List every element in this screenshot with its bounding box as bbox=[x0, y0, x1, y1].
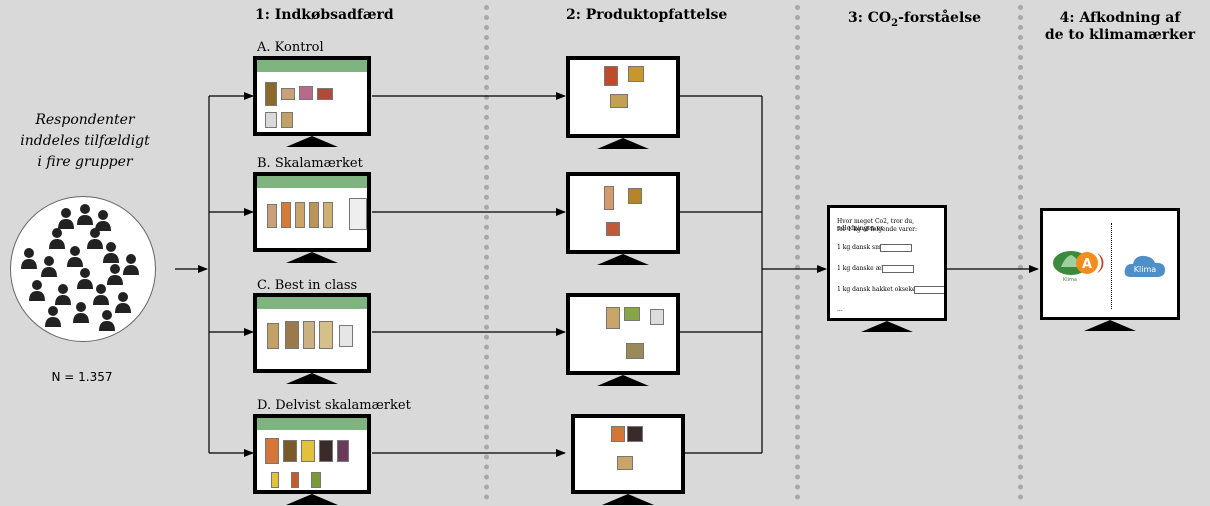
stage-separator bbox=[1018, 5, 1023, 500]
respondents-caption: Respondenter inddeles tilfældigt i fire … bbox=[20, 112, 150, 170]
group-a-label: A. Kontrol bbox=[257, 40, 324, 55]
respondent-pool-circle bbox=[10, 196, 156, 342]
stage-1-title: 1: Indkøbsadfærd bbox=[255, 7, 394, 23]
group-d-label: D. Delvist skalamærket bbox=[257, 398, 411, 413]
stage-separator bbox=[484, 5, 489, 500]
question-ellipsis: ... bbox=[837, 306, 843, 313]
svg-text:Klima: Klima bbox=[1134, 265, 1156, 274]
question-item-3: 1 kg dansk hakket oksekød bbox=[837, 286, 920, 293]
stage-separator bbox=[795, 5, 800, 500]
labels-divider bbox=[1111, 223, 1112, 309]
stage-3-title: 3: CO2-forståelse bbox=[848, 10, 982, 29]
answer-field-3[interactable] bbox=[914, 286, 944, 294]
people-icon bbox=[21, 204, 139, 331]
svg-text:Klima: Klima bbox=[1063, 277, 1077, 283]
answer-field-1[interactable] bbox=[880, 244, 912, 252]
question-line-1: Hvor meget Co2, tror du, udledningen er bbox=[837, 218, 915, 232]
group-b-label: B. Skalamærket bbox=[257, 156, 363, 171]
cloud-label-icon: Klima bbox=[1124, 255, 1165, 277]
sample-size-label: N = 1.357 bbox=[51, 370, 113, 384]
question-line-2: for 1 kg af følgende varer: bbox=[837, 226, 918, 233]
scale-label-icon: A Klima bbox=[1053, 251, 1104, 283]
answer-field-2[interactable] bbox=[882, 265, 914, 273]
stage-2-title: 2: Produktopfattelse bbox=[566, 7, 728, 23]
question-item-1: 1 kg dansk smør bbox=[837, 244, 888, 251]
svg-text:A: A bbox=[1082, 257, 1092, 272]
group-c-label: C. Best in class bbox=[257, 278, 358, 293]
question-item-2: 1 kg danske æbler bbox=[837, 265, 894, 272]
